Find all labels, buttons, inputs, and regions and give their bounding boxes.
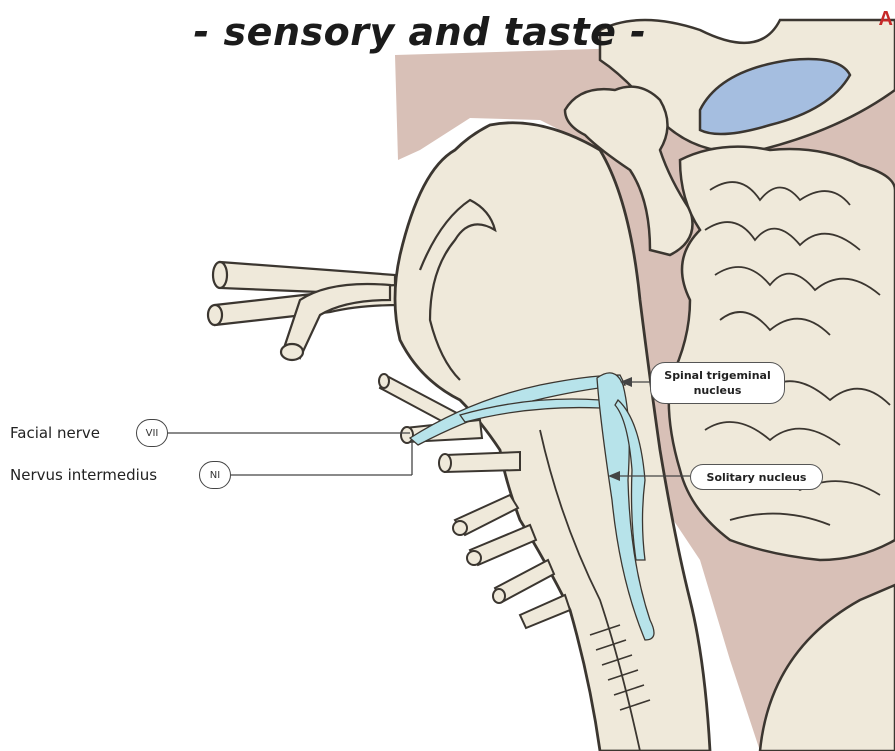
facial-nerve-badge: VII [136,419,168,447]
spinal-trigeminal-callout: Spinal trigeminal nucleus [650,362,785,404]
panel-letter: A [879,8,893,31]
spinal-trigeminal-line2: nucleus [694,383,742,398]
cerebellum [669,147,895,560]
facial-nerve-label: Facial nerve [10,424,100,442]
nervus-intermedius-label: Nervus intermedius [10,466,157,484]
figure-title: - sensory and taste - [0,10,840,54]
solitary-nucleus-callout: Solitary nucleus [690,464,823,490]
spinal-trigeminal-line1: Spinal trigeminal [664,368,770,383]
solitary-nucleus-label: Solitary nucleus [707,470,807,485]
nervus-intermedius-badge: NI [199,461,231,489]
